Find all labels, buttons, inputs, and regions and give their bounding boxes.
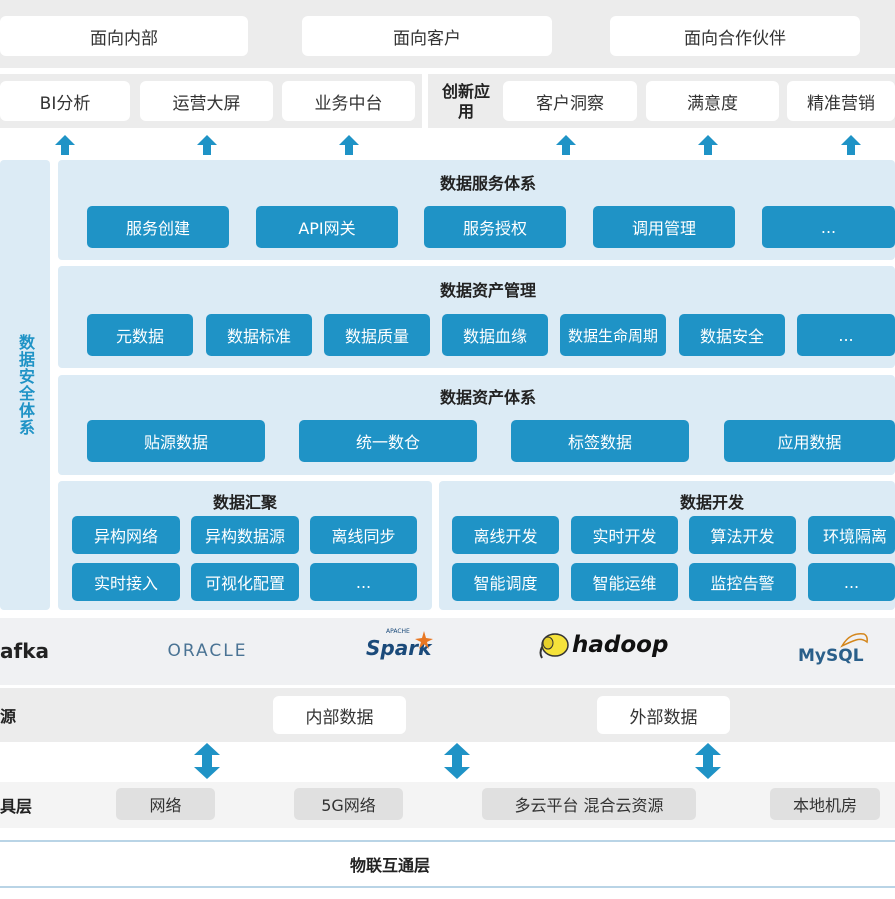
aggregation-title: 数据汇聚 xyxy=(212,493,277,512)
aggregation-item: 可视化配置 xyxy=(191,563,299,601)
audience-partner: 面向合作伙伴 xyxy=(610,16,860,56)
development-item: 智能运维 xyxy=(571,563,678,601)
oracle-logo: ORACLE xyxy=(167,641,248,661)
development-item: ... xyxy=(808,563,895,601)
tool-5g: 5G网络 xyxy=(294,788,403,820)
iot-top-line xyxy=(0,840,895,842)
hadoop-elephant-icon xyxy=(539,633,569,659)
development-item: 监控告警 xyxy=(689,563,796,601)
asset-mgmt-item: 数据安全 xyxy=(679,314,785,356)
audience-internal: 面向内部 xyxy=(0,16,248,56)
security-panel xyxy=(0,160,50,610)
iot-bottom-line xyxy=(0,886,895,888)
double-arrow-icon xyxy=(194,743,220,779)
iot-label: 物联互通层 xyxy=(349,856,430,875)
security-label: 数据安全体系 xyxy=(16,334,35,436)
app-precision-marketing: 精准营销 xyxy=(787,81,895,121)
asset-sys-item: 贴源数据 xyxy=(87,420,265,462)
audience-customer: 面向客户 xyxy=(302,16,552,56)
development-item: 智能调度 xyxy=(452,563,559,601)
asset-mgmt-item: 数据标准 xyxy=(206,314,312,356)
asset-mgmt-title: 数据资产管理 xyxy=(439,281,536,300)
mysql-text: MySQL xyxy=(798,646,864,666)
source-external: 外部数据 xyxy=(597,696,730,734)
mysql-logo: MySQL xyxy=(796,630,876,670)
up-arrow-icon xyxy=(841,135,861,155)
app-customer-insight: 客户洞察 xyxy=(503,81,637,121)
app-satisfaction: 满意度 xyxy=(646,81,779,121)
asset-mgmt-item: 元数据 xyxy=(87,314,193,356)
up-arrow-icon xyxy=(698,135,718,155)
innovation-app-tag: 创新应用 xyxy=(441,82,490,121)
hadoop-logo: hadoop xyxy=(538,628,684,668)
service-item: ... xyxy=(762,206,895,248)
spark-logo: APACHE Spark xyxy=(366,628,436,668)
asset-sys-item: 标签数据 xyxy=(511,420,689,462)
aggregation-item: 离线同步 xyxy=(310,516,417,554)
app-ops-screen: 运营大屏 xyxy=(140,81,273,121)
source-band xyxy=(0,688,895,742)
service-item: 调用管理 xyxy=(593,206,735,248)
development-item: 实时开发 xyxy=(571,516,678,554)
aggregation-item: ... xyxy=(310,563,417,601)
service-item: 服务授权 xyxy=(424,206,566,248)
tech-band xyxy=(0,618,895,685)
double-arrow-icon xyxy=(444,743,470,779)
source-label: 源 xyxy=(0,707,17,726)
asset-mgmt-item: 数据质量 xyxy=(324,314,430,356)
service-item: API网关 xyxy=(256,206,398,248)
mysql-dolphin-icon xyxy=(840,633,868,648)
asset-mgmt-item: ... xyxy=(797,314,895,356)
development-item: 算法开发 xyxy=(689,516,796,554)
up-arrow-icon xyxy=(197,135,217,155)
app-middle-platform: 业务中台 xyxy=(282,81,415,121)
development-title: 数据开发 xyxy=(679,493,744,512)
up-arrow-icon xyxy=(556,135,576,155)
double-arrow-icon xyxy=(695,743,721,779)
app-bi: BI分析 xyxy=(0,81,130,121)
aggregation-item: 异构网络 xyxy=(72,516,180,554)
service-item: 服务创建 xyxy=(87,206,229,248)
tool-network: 网络 xyxy=(116,788,215,820)
service-title: 数据服务体系 xyxy=(439,174,536,193)
asset-mgmt-item: 数据血缘 xyxy=(442,314,548,356)
tool-local-idc: 本地机房 xyxy=(770,788,880,820)
aggregation-item: 实时接入 xyxy=(72,563,180,601)
spark-apache-text: APACHE xyxy=(386,628,410,635)
development-item: 环境隔离 xyxy=(808,516,895,554)
source-internal: 内部数据 xyxy=(273,696,406,734)
kafka-logo: afka xyxy=(0,639,49,663)
asset-sys-title: 数据资产体系 xyxy=(439,388,536,407)
aggregation-item: 异构数据源 xyxy=(191,516,299,554)
asset-sys-item: 统一数仓 xyxy=(299,420,477,462)
hadoop-text: hadoop xyxy=(572,632,669,658)
asset-mgmt-item: 数据生命周期 xyxy=(560,314,666,356)
up-arrow-icon xyxy=(55,135,75,155)
up-arrow-icon xyxy=(339,135,359,155)
tool-multicloud: 多云平台 混合云资源 xyxy=(482,788,696,820)
development-item: 离线开发 xyxy=(452,516,559,554)
tools-label: 具层 xyxy=(0,797,33,816)
spark-star-icon xyxy=(415,631,433,649)
asset-sys-item: 应用数据 xyxy=(724,420,895,462)
